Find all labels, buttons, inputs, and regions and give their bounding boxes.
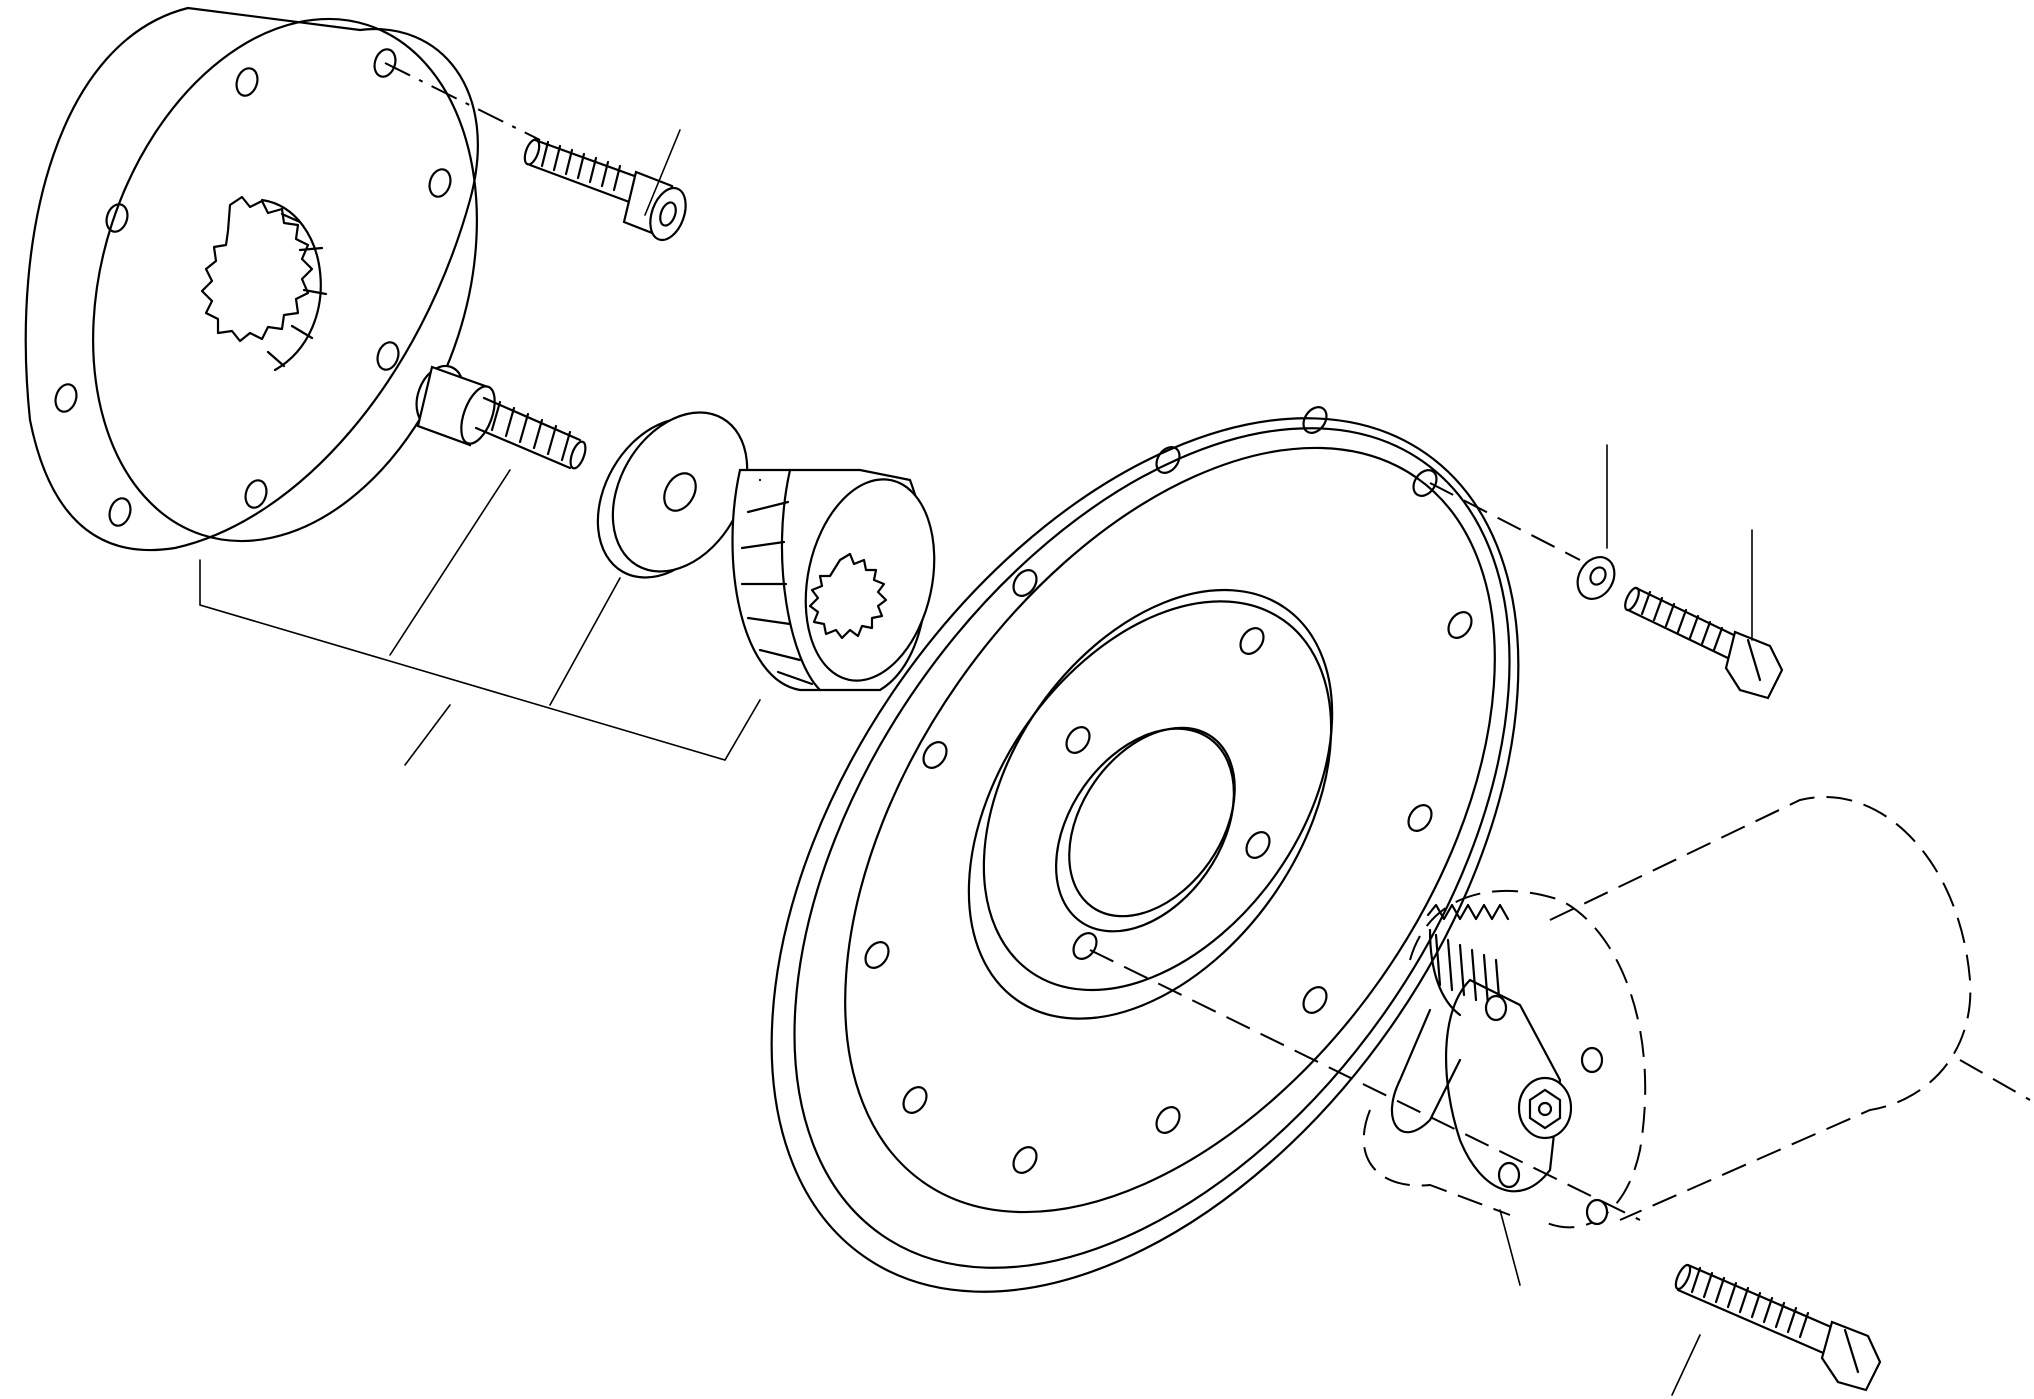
hex-bolt-lower: [1671, 1263, 1882, 1396]
disc-bolt-holes: [54, 48, 452, 527]
starter-mounting-studs: [1484, 994, 1609, 1226]
starter-drive-pinion: [1426, 903, 1510, 1017]
lock-washer: [1576, 444, 1616, 600]
center-line-housing: [1429, 482, 1581, 561]
coupling-disc: [24, 6, 479, 552]
housing-inner-boss: [967, 588, 1334, 1020]
socket-head-cap-screw-lower: [415, 364, 587, 470]
center-line-upper: [384, 62, 541, 141]
center-line-lower: [1089, 949, 1641, 1221]
hex-bolt-upper: [1624, 529, 1784, 700]
splined-hub: [731, 468, 936, 692]
flywheel-housing-plate: [770, 406, 1520, 1293]
thick-washer: [596, 411, 749, 579]
housing-bolt-holes: [864, 406, 1473, 1174]
socket-head-cap-screw-upper: [523, 138, 687, 242]
leader-lines-left: [199, 129, 879, 1156]
disc-spline-hub: [200, 195, 328, 372]
starter-motor: [1362, 795, 2031, 1286]
starter-terminal-nut: [1517, 1076, 1573, 1140]
